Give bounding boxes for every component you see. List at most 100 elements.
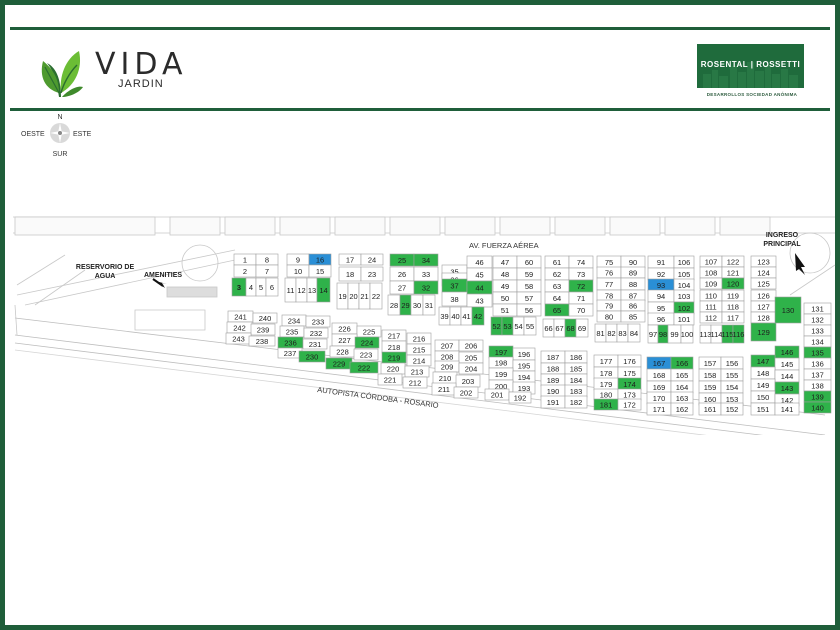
lot-168[interactable]: 168 — [646, 368, 672, 382]
lot-167[interactable]: 167 — [646, 356, 672, 370]
lot-90[interactable]: 90 — [620, 255, 646, 269]
lot-shape[interactable] — [265, 277, 279, 297]
lot-195[interactable]: 195 — [512, 359, 536, 372]
lot-222[interactable]: 222 — [349, 361, 379, 374]
lot-155[interactable]: 155 — [720, 368, 744, 382]
lot-shape[interactable] — [564, 395, 588, 409]
lot-25[interactable]: 25 — [389, 253, 415, 267]
lot-shape[interactable] — [413, 253, 439, 267]
lot-109[interactable]: 109 — [699, 277, 723, 290]
lot-205[interactable]: 205 — [458, 351, 484, 364]
lot-27[interactable]: 27 — [389, 280, 415, 295]
lot-154[interactable]: 154 — [720, 380, 744, 394]
lot-1[interactable]: 1 — [233, 253, 257, 266]
lot-158[interactable]: 158 — [698, 368, 722, 382]
lot-shape[interactable] — [353, 348, 379, 361]
lot-shape[interactable] — [680, 324, 694, 344]
lot-150[interactable]: 150 — [750, 390, 776, 404]
lot-130[interactable]: 130 — [774, 296, 802, 324]
lot-204[interactable]: 204 — [458, 362, 484, 375]
lot-57[interactable]: 57 — [516, 291, 542, 305]
lot-111[interactable]: 111 — [699, 300, 723, 313]
lot-207[interactable]: 207 — [434, 339, 460, 352]
lot-shape[interactable] — [298, 350, 326, 363]
lot-4[interactable]: 4 — [245, 277, 257, 297]
lot-shape[interactable] — [721, 277, 745, 290]
lot-shape[interactable] — [458, 362, 484, 375]
lot-134[interactable]: 134 — [803, 335, 832, 348]
lot-shape[interactable] — [620, 310, 646, 323]
lot-shape[interactable] — [252, 312, 278, 324]
lot-87[interactable]: 87 — [620, 289, 646, 302]
lot-198[interactable]: 198 — [488, 356, 514, 369]
lot-224[interactable]: 224 — [354, 336, 380, 349]
lot-215[interactable]: 215 — [406, 343, 432, 356]
lot-84[interactable]: 84 — [627, 323, 641, 343]
lot-208[interactable]: 208 — [434, 350, 460, 363]
lot-shape[interactable] — [349, 361, 379, 374]
lot-107[interactable]: 107 — [699, 255, 723, 268]
lot-106[interactable]: 106 — [673, 255, 695, 269]
lot-50[interactable]: 50 — [492, 291, 518, 305]
lot-206[interactable]: 206 — [458, 339, 484, 352]
lot-55[interactable]: 55 — [523, 316, 537, 336]
lot-42[interactable]: 42 — [471, 306, 485, 326]
lot-24[interactable]: 24 — [360, 253, 384, 266]
lot-40[interactable]: 40 — [449, 306, 462, 326]
lot-83[interactable]: 83 — [616, 323, 629, 343]
lot-236[interactable]: 236 — [277, 336, 304, 349]
lot-93[interactable]: 93 — [647, 278, 675, 292]
lot-229[interactable]: 229 — [325, 357, 353, 370]
lot-shape[interactable] — [360, 253, 384, 266]
lot-43[interactable]: 43 — [466, 293, 493, 308]
lot-216[interactable]: 216 — [406, 332, 432, 345]
lot-shape[interactable] — [248, 335, 276, 347]
lot-119[interactable]: 119 — [721, 289, 745, 302]
lot-230[interactable]: 230 — [298, 350, 326, 363]
lot-shape[interactable] — [750, 277, 777, 290]
lot-86[interactable]: 86 — [620, 299, 646, 312]
lot-156[interactable]: 156 — [720, 356, 744, 370]
lot-175[interactable]: 175 — [617, 366, 642, 380]
lot-174[interactable]: 174 — [617, 377, 642, 391]
lot-89[interactable]: 89 — [620, 266, 646, 279]
lot-144[interactable]: 144 — [774, 369, 800, 383]
lot-239[interactable]: 239 — [250, 323, 276, 336]
lot-shape[interactable] — [302, 338, 328, 350]
lot-117[interactable]: 117 — [721, 311, 745, 324]
lot-123[interactable]: 123 — [750, 255, 777, 268]
lot-181[interactable]: 181 — [593, 398, 619, 411]
lot-62[interactable]: 62 — [544, 267, 570, 281]
lot-91[interactable]: 91 — [647, 255, 675, 269]
lot-71[interactable]: 71 — [568, 291, 594, 305]
lot-235[interactable]: 235 — [279, 325, 305, 338]
lot-233[interactable]: 233 — [305, 315, 331, 328]
lot-141[interactable]: 141 — [774, 402, 800, 416]
lot-shape[interactable] — [453, 386, 479, 399]
lot-188[interactable]: 188 — [540, 362, 566, 375]
lot-102[interactable]: 102 — [673, 301, 695, 315]
lot-shape[interactable] — [402, 376, 428, 389]
lot-218[interactable]: 218 — [381, 340, 407, 354]
lot-118[interactable]: 118 — [721, 300, 745, 313]
lot-58[interactable]: 58 — [516, 279, 542, 293]
lot-17[interactable]: 17 — [338, 253, 362, 266]
lot-shape[interactable] — [422, 294, 436, 316]
lot-145[interactable]: 145 — [774, 357, 800, 371]
lot-225[interactable]: 225 — [356, 325, 382, 338]
lot-79[interactable]: 79 — [596, 299, 622, 312]
lot-shape[interactable] — [732, 324, 745, 344]
lot-37[interactable]: 37 — [441, 278, 468, 293]
lot-shape[interactable] — [458, 339, 484, 352]
lot-22[interactable]: 22 — [369, 282, 383, 310]
lot-127[interactable]: 127 — [750, 300, 777, 313]
lot-210[interactable]: 210 — [432, 371, 458, 385]
lot-29[interactable]: 29 — [399, 294, 412, 316]
lot-32[interactable]: 32 — [413, 280, 439, 295]
lot-194[interactable]: 194 — [512, 370, 536, 384]
lot-shape[interactable] — [354, 336, 380, 349]
lot-shape[interactable] — [774, 402, 800, 416]
lot-16[interactable]: 16 — [308, 253, 332, 266]
lot-241[interactable]: 241 — [227, 310, 254, 323]
lot-23[interactable]: 23 — [360, 266, 384, 282]
